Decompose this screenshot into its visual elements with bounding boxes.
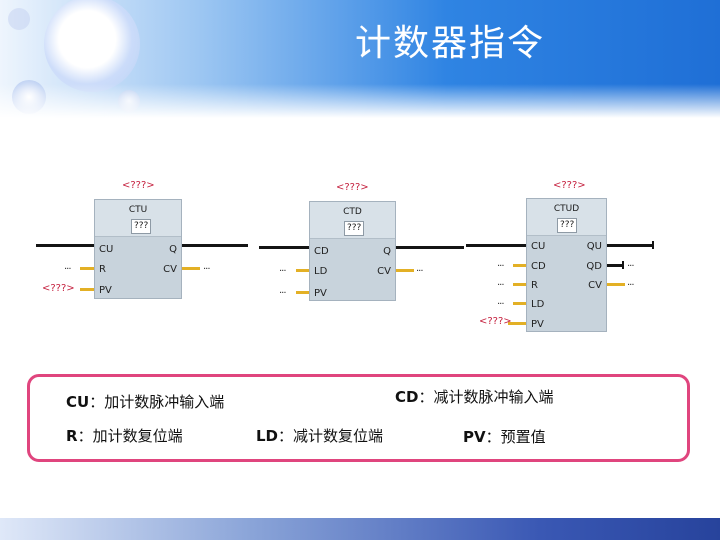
definition-r-term: R [66, 427, 78, 445]
page-title: 计数器指令 [354, 23, 545, 64]
ctud-header: CTUD ??? [527, 199, 606, 236]
definition-cd-sep: ： [418, 388, 434, 406]
ctd-ld-marker: ... [279, 263, 286, 274]
ctud-ld-marker: ... [497, 296, 504, 307]
definition-cu: CU：加计数脉冲输入端 [66, 391, 224, 412]
header-fade [0, 84, 720, 118]
ctud-pin-r: R [531, 280, 538, 291]
ctd-pin-ld: LD [314, 266, 328, 277]
ctud-cv-wire [607, 283, 625, 286]
ctud-r-wire [513, 283, 526, 286]
ctu-cu-wire [36, 244, 94, 247]
ctu-pin-q: Q [169, 244, 177, 255]
ctd-pin-cv: CV [377, 266, 391, 277]
definition-cd-term: CD [395, 388, 419, 406]
ctud-pin-cv: CV [588, 280, 602, 291]
ctu-pv-marker: <???> [42, 283, 75, 294]
ctu-header: CTU ??? [95, 200, 181, 237]
definition-r-desc: 加计数复位端 [92, 427, 183, 445]
ctu-q-wire [182, 244, 248, 247]
definition-ld-sep: ： [278, 427, 294, 445]
ctud-pin-cd: CD [531, 261, 546, 272]
decor-bubble-far [8, 8, 30, 30]
ctu-r-marker: ... [64, 261, 71, 272]
ctd-pin-q: Q [383, 246, 391, 257]
definition-ld: LD：减计数复位端 [256, 425, 383, 446]
definition-r-sep: ： [77, 427, 93, 445]
ctd-pv-wire [296, 291, 309, 294]
ctud-pv-wire [508, 322, 526, 325]
ctud-pin-qd: QD [586, 261, 602, 272]
ctu-pv-wire [80, 288, 94, 291]
ctd-top-placeholder: <???> [336, 182, 369, 193]
ctud-cd-marker: ... [497, 258, 504, 269]
ctu-top-placeholder: <???> [122, 180, 155, 191]
ctud-qd-endbar [622, 261, 624, 269]
ctud-cv-marker: ... [627, 277, 634, 288]
ctu-pin-r: R [99, 264, 106, 275]
ctud-pin-qu: QU [586, 241, 602, 252]
ctud-instance: ??? [557, 218, 578, 233]
ctu-pin-cu: CU [99, 244, 114, 255]
definition-r: R：加计数复位端 [66, 425, 183, 446]
ctud-top-placeholder: <???> [553, 180, 586, 191]
ctud-cd-wire [513, 264, 526, 267]
ctu-pin-pv: PV [99, 285, 112, 296]
ctd-q-wire [396, 246, 464, 249]
definitions-box [27, 374, 690, 462]
ctud-pin-cu: CU [531, 241, 546, 252]
ctd-pin-cd: CD [314, 246, 329, 257]
definition-pv-term: PV [463, 428, 486, 446]
ctud-qd-marker: ... [627, 258, 634, 269]
slide-header: 计数器指令 [0, 0, 720, 118]
ctud-pin-ld: LD [531, 299, 545, 310]
ctu-cv-wire [182, 267, 200, 270]
definition-cu-term: CU [66, 393, 90, 411]
definition-pv: PV：预置值 [463, 426, 546, 447]
ctu-pin-cv: CV [163, 264, 177, 275]
ctud-type-label: CTUD [553, 204, 580, 214]
ctd-ld-wire [296, 269, 309, 272]
ctud-qd-wire [607, 264, 623, 267]
ctd-cd-wire [259, 246, 309, 249]
decor-bubble-large [44, 0, 140, 92]
slide-footer-bar [0, 518, 720, 540]
ctd-cv-wire [396, 269, 414, 272]
definition-cu-sep: ： [89, 393, 105, 411]
definition-ld-desc: 减计数复位端 [293, 427, 384, 445]
ctd-cv-marker: ... [416, 263, 423, 274]
ctd-header: CTD ??? [310, 202, 395, 239]
ctu-block: CTU ??? CU R PV Q CV [94, 199, 182, 299]
ctud-block: CTUD ??? CU CD R LD PV QU QD CV [526, 198, 607, 332]
ctud-qu-endbar [652, 241, 654, 249]
ctu-r-wire [80, 267, 94, 270]
ctud-pv-marker: <???> [479, 316, 512, 327]
ctd-instance: ??? [344, 221, 365, 236]
definition-pv-desc: 预置值 [500, 428, 546, 446]
definition-cd-desc: 减计数脉冲输入端 [433, 388, 554, 406]
ctd-block: CTD ??? CD LD PV Q CV [309, 201, 396, 301]
definition-cd: CD：减计数脉冲输入端 [395, 386, 554, 407]
ctd-type-label: CTD [343, 207, 362, 217]
definition-pv-sep: ： [485, 428, 501, 446]
ctu-type-label: CTU [128, 205, 148, 215]
ctu-cv-marker: ... [203, 261, 210, 272]
ctud-qu-wire [607, 244, 653, 247]
definition-ld-term: LD [256, 427, 279, 445]
ctud-pin-pv: PV [531, 319, 544, 330]
ctud-r-marker: ... [497, 277, 504, 288]
definition-cu-desc: 加计数脉冲输入端 [104, 393, 225, 411]
ctud-cu-wire [466, 244, 526, 247]
ctd-pv-marker: ... [279, 285, 286, 296]
ctud-ld-wire [513, 302, 526, 305]
ctd-pin-pv: PV [314, 288, 327, 299]
ctu-instance: ??? [131, 219, 152, 234]
